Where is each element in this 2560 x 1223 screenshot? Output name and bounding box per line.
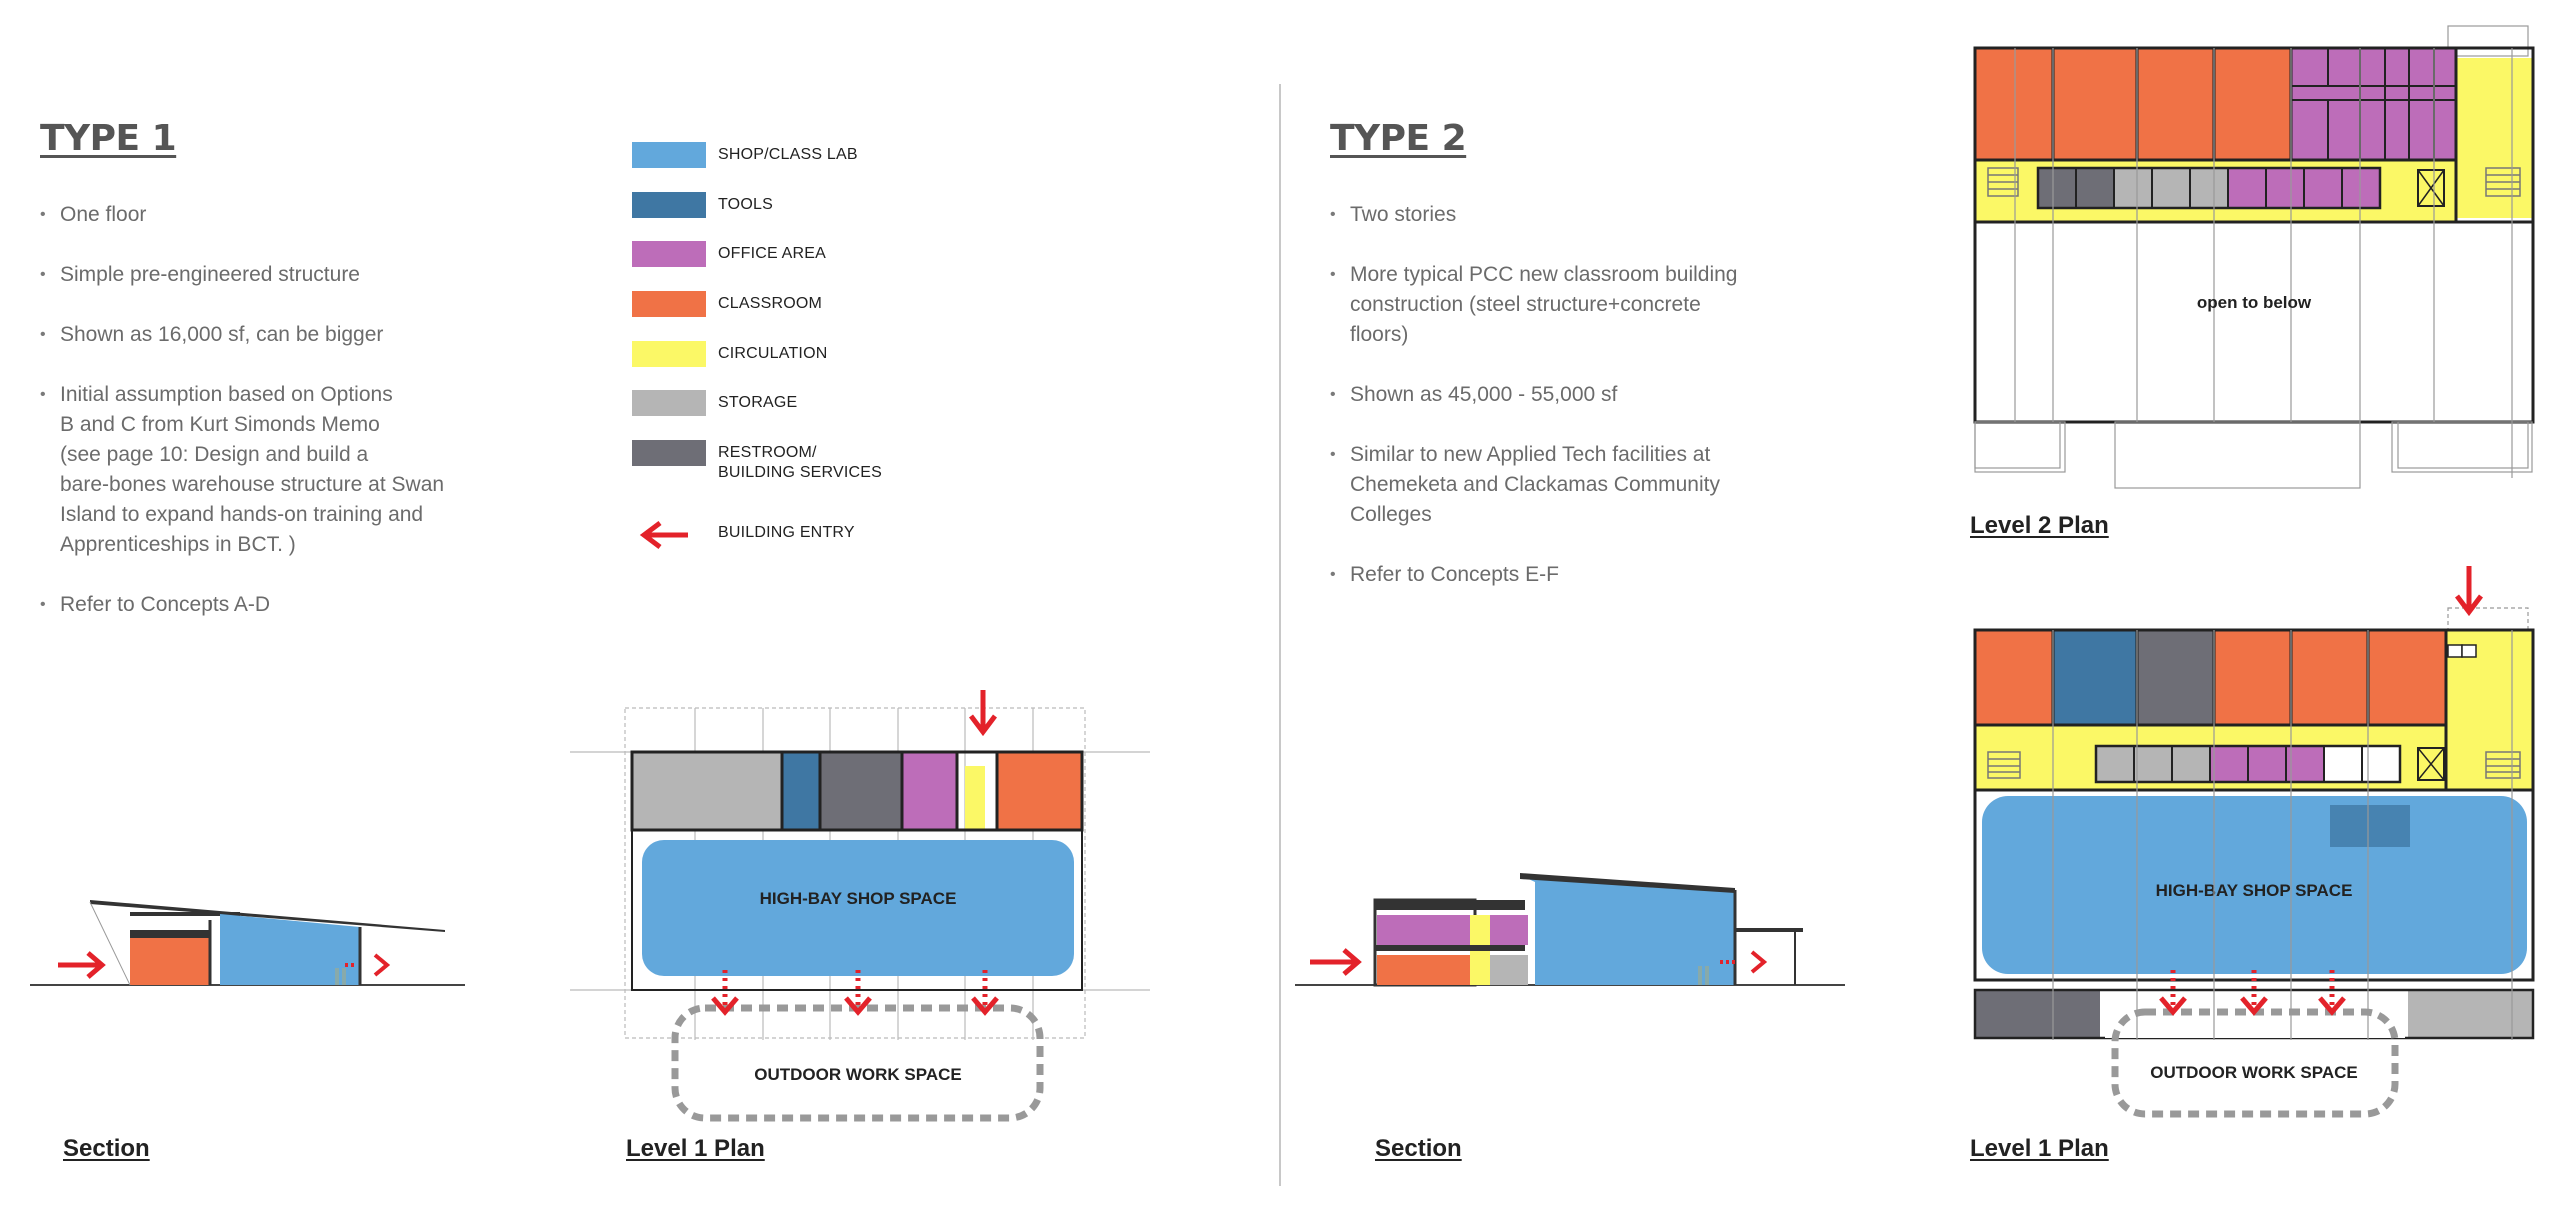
type2-level2-plan: open to below bbox=[1973, 25, 2535, 489]
legend-item-storage: STORAGE bbox=[632, 390, 797, 416]
type1-bullet: Initial assumption based on Options B an… bbox=[40, 380, 520, 560]
type1-section-drawing bbox=[30, 900, 465, 986]
legend-item-entry: BUILDING ENTRY bbox=[632, 520, 855, 550]
exit-arrow-icon bbox=[2159, 970, 2346, 1016]
legend-item-classroom: CLASSROOM bbox=[632, 291, 822, 317]
legend-item-circulation: CIRCULATION bbox=[632, 341, 827, 367]
type1-bullet: One floor bbox=[40, 200, 520, 230]
legend-swatch bbox=[632, 390, 706, 416]
type2-bullet: Similar to new Applied Tech facilities a… bbox=[1330, 440, 1800, 530]
exit-arrow-icon bbox=[345, 953, 391, 977]
legend-label: TOOLS bbox=[718, 196, 773, 213]
type2-bullet: Shown as 45,000 - 55,000 sf bbox=[1330, 380, 1800, 410]
type1-bullet: Simple pre-engineered structure bbox=[40, 260, 520, 290]
legend-label: CIRCULATION bbox=[718, 345, 828, 362]
exit-arrow-icon bbox=[1720, 950, 1768, 974]
type2-title: TYPE 2 bbox=[1330, 118, 1467, 159]
high-bay-label: HIGH-BAY SHOP SPACE bbox=[760, 889, 957, 908]
entry-arrow-icon bbox=[969, 690, 997, 737]
legend-label: OFFICE AREA bbox=[718, 245, 826, 262]
entry-arrow-icon bbox=[639, 521, 688, 549]
type2-bullet: Two stories bbox=[1330, 200, 1800, 230]
type1-level1-plan: HIGH-BAY SHOP SPACE OUTDOOR WORK SPACE bbox=[570, 690, 1150, 1122]
type2-bullet-list: Two stories More typical PCC new classro… bbox=[1330, 200, 1800, 620]
divider bbox=[1279, 84, 1281, 1186]
type1-bullet: Shown as 16,000 sf, can be bigger bbox=[40, 320, 520, 350]
legend-swatch bbox=[632, 440, 706, 466]
type2-level1-label: Level 1 Plan bbox=[1970, 1135, 2109, 1162]
type1-bullet-list: One floor Simple pre-engineered structur… bbox=[40, 200, 520, 650]
entry-arrow-icon bbox=[58, 951, 106, 979]
legend-label: SHOP/CLASS LAB bbox=[718, 146, 858, 163]
type2-level2-label: Level 2 Plan bbox=[1970, 512, 2109, 539]
exit-arrow-icon bbox=[711, 970, 999, 1016]
open-to-below-label: open to below bbox=[2197, 293, 2312, 312]
legend-swatch bbox=[632, 341, 706, 367]
type2-bullet: Refer to Concepts E-F bbox=[1330, 560, 1800, 590]
legend-label: STORAGE bbox=[718, 394, 798, 411]
legend-item-office: OFFICE AREA bbox=[632, 241, 826, 267]
legend-label: BUILDING ENTRY bbox=[718, 524, 855, 541]
legend-swatch bbox=[632, 241, 706, 267]
type2-section-drawing bbox=[1295, 873, 1845, 987]
legend-swatch bbox=[632, 291, 706, 317]
outdoor-label: OUTDOOR WORK SPACE bbox=[2150, 1063, 2357, 1082]
legend-label: CLASSROOM bbox=[718, 295, 823, 312]
type1-plan-label: Level 1 Plan bbox=[626, 1135, 765, 1162]
entry-arrow-icon bbox=[1310, 948, 1362, 976]
entry-arrow-icon bbox=[2455, 566, 2483, 617]
legend-swatch bbox=[632, 142, 706, 168]
type1-section-label: Section bbox=[63, 1135, 150, 1162]
legend-item-tools: TOOLS bbox=[632, 192, 773, 218]
outdoor-label: OUTDOOR WORK SPACE bbox=[754, 1065, 961, 1084]
type1-bullet: Refer to Concepts A-D bbox=[40, 590, 520, 620]
legend-item-restroom: RESTROOM/ BUILDING SERVICES bbox=[632, 440, 882, 483]
type2-level1-plan: HIGH-BAY SHOP SPACE OUTDOOR WORK SPACE bbox=[1973, 566, 2535, 1118]
high-bay-label: HIGH-BAY SHOP SPACE bbox=[2156, 881, 2353, 900]
legend-item-shop: SHOP/CLASS LAB bbox=[632, 142, 858, 168]
type2-section-label: Section bbox=[1375, 1135, 1462, 1162]
legend-swatch bbox=[632, 192, 706, 218]
legend-label: RESTROOM/ BUILDING SERVICES bbox=[718, 444, 883, 481]
type1-title: TYPE 1 bbox=[40, 118, 177, 159]
type2-bullet: More typical PCC new classroom building … bbox=[1330, 260, 1800, 350]
